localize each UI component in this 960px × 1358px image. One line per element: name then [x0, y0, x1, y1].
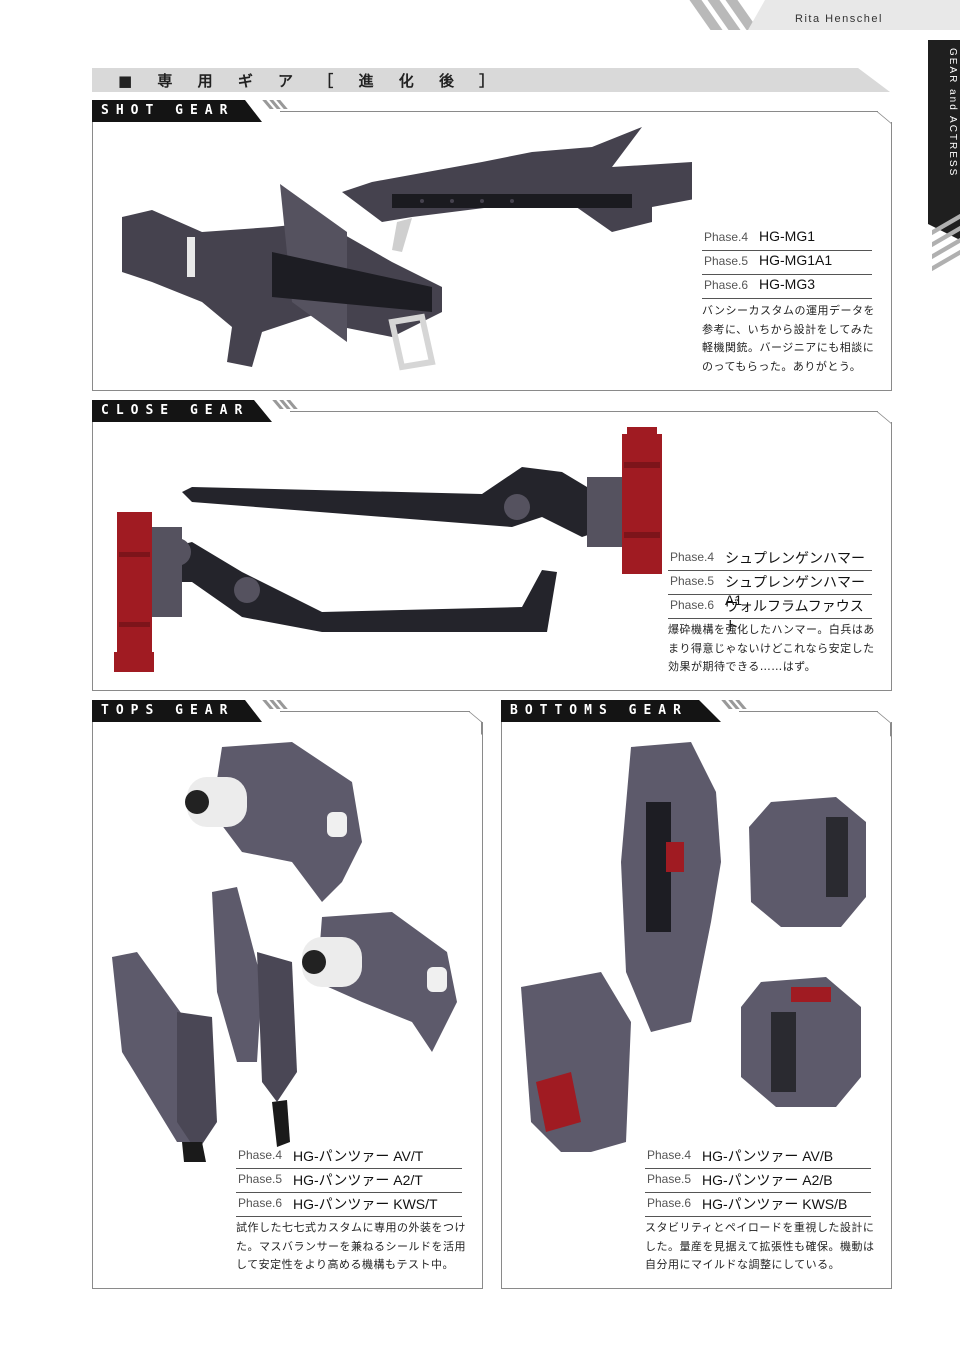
- spec-row: Phase.6 HG-パンツァー KWS/T: [236, 1193, 462, 1217]
- phase-label: Phase.6: [647, 1196, 692, 1210]
- spec-row: Phase.6 HG-MG3: [702, 275, 872, 299]
- description-line: して安定性をより高める機構もテスト中。: [236, 1258, 454, 1271]
- spec-row: Phase.4 HG-パンツァー AV/T: [236, 1145, 462, 1169]
- gear-name: HG-パンツァー KWS/T: [293, 1196, 438, 1212]
- description-line: バンシーカスタムの運用データを: [702, 304, 876, 317]
- gear-name: ヴォルフラムファウスト: [725, 598, 864, 634]
- spec-row: Phase.5 HG-MG1A1: [702, 251, 872, 275]
- gear-name: HG-パンツァー KWS/B: [702, 1196, 848, 1212]
- description-line: た。マスバランサーを兼ねるシールドを活用: [236, 1239, 466, 1253]
- section-header-shot: SHOT GEAR: [92, 100, 262, 122]
- spec-list-bottoms: Phase.4 HG-パンツァー AV/B Phase.5 HG-パンツァー A2/…: [645, 1145, 871, 1217]
- phase-label: Phase.6: [238, 1196, 283, 1210]
- spec-row: Phase.5 HG-パンツァー A2/B: [645, 1169, 871, 1193]
- description-line: まり得意じゃないけどこれなら安定した: [668, 641, 875, 655]
- section-header-close: CLOSE GEAR: [92, 400, 272, 422]
- description-line: のってもらった。ありがとう。: [702, 359, 862, 373]
- section-label: CLOSE GEAR: [101, 403, 250, 418]
- gear-name: HG-パンツァー AV/B: [702, 1148, 834, 1164]
- phase-label: Phase.4: [670, 550, 715, 564]
- phase-label: Phase.5: [238, 1172, 283, 1186]
- panel-bottoms: [501, 722, 892, 1289]
- phase-label: Phase.5: [670, 574, 715, 588]
- machine-gun-illustration: [122, 127, 692, 371]
- phase-label: Phase.4: [704, 230, 749, 244]
- gear-name: HG-MG1A1: [759, 252, 833, 268]
- gear-name: HG-パンツァー AV/T: [293, 1148, 424, 1164]
- spec-list-close: Phase.4 シュプレンゲンハマー Phase.5 シュプレンゲンハマー A1 P…: [668, 547, 872, 634]
- phase-label: Phase.6: [670, 598, 715, 612]
- section-header-tops: TOPS GEAR: [92, 700, 262, 722]
- phase-label: Phase.6: [704, 278, 749, 292]
- phase-label: Phase.5: [704, 254, 749, 268]
- section-header-bottoms: BOTTOMS GEAR: [501, 700, 721, 722]
- description-shot: バンシーカスタムの運用データを 参考に、いちから設計をしてみた 軽機関銃。バージ…: [702, 302, 887, 376]
- page-title: ■ 専 用 ギ ア ［ 進 化 後 ］: [118, 72, 505, 90]
- description-line: 自分用にマイルドな調整にしている。: [645, 1258, 841, 1271]
- description-line: スタビリティとペイロードを重視した設計に: [645, 1221, 875, 1234]
- gear-name: HG-パンツァー A2/B: [702, 1172, 833, 1188]
- description-line: 試作した七七式カスタムに専用の外装をつけ: [236, 1221, 466, 1234]
- title-bar: [92, 68, 890, 92]
- gear-name: シュプレンゲンハマー: [725, 550, 865, 566]
- description-line: 爆砕機構を強化したハンマー。白兵はあ: [668, 623, 875, 636]
- phase-label: Phase.4: [238, 1148, 283, 1162]
- description-line: 効果が期待できる……はず。: [668, 660, 817, 673]
- description-bottoms: スタビリティとペイロードを重視した設計に した。量産を見据えて拡張性も確保。機動…: [645, 1219, 885, 1275]
- section-label: TOPS GEAR: [101, 703, 235, 718]
- spec-row: Phase.4 HG-MG1: [702, 227, 872, 251]
- description-line: した。量産を見据えて拡張性も確保。機動は: [645, 1239, 875, 1253]
- spec-row: Phase.6 HG-パンツァー KWS/B: [645, 1193, 871, 1217]
- panel-tops: [92, 722, 483, 1289]
- tops-gear-illustration: [112, 742, 457, 1162]
- spec-list-shot: Phase.4 HG-MG1 Phase.5 HG-MG1A1 Phase.6 HG-…: [702, 227, 872, 299]
- phase-label: Phase.4: [647, 1148, 692, 1162]
- gear-name: シュプレンゲンハマー A1: [725, 574, 865, 608]
- spec-list-tops: Phase.4 HG-パンツァー AV/T Phase.5 HG-パンツァー A2/…: [236, 1145, 462, 1217]
- panel-shot: [92, 122, 892, 391]
- bottoms-gear-illustration: [521, 742, 866, 1152]
- description-tops: 試作した七七式カスタムに専用の外装をつけ た。マスバランサーを兼ねるシールドを活…: [236, 1219, 476, 1275]
- spec-row: Phase.6 ヴォルフラムファウスト: [668, 595, 872, 634]
- phase-label: Phase.5: [647, 1172, 692, 1186]
- description-line: 軽機関銃。バージニアにも相談に: [702, 341, 875, 354]
- hammer-illustration: [114, 427, 662, 672]
- spec-row: Phase.5 HG-パンツァー A2/T: [236, 1169, 462, 1193]
- spec-row: Phase.4 HG-パンツァー AV/B: [645, 1145, 871, 1169]
- spec-row: Phase.5 シュプレンゲンハマー A1: [668, 571, 872, 608]
- section-label: BOTTOMS GEAR: [510, 703, 688, 718]
- side-tab-label: GEAR and ACTRESS: [947, 48, 958, 178]
- gear-name: HG-MG3: [759, 276, 815, 292]
- section-label: SHOT GEAR: [101, 103, 235, 118]
- character-name: Rita Henschel: [795, 13, 883, 25]
- spec-row: Phase.4 シュプレンゲンハマー: [668, 547, 872, 571]
- gear-name: HG-パンツァー A2/T: [293, 1172, 423, 1188]
- panel-close: [92, 422, 892, 691]
- side-tab: [928, 40, 960, 240]
- description-line: 参考に、いちから設計をしてみた: [702, 322, 874, 336]
- gear-name: HG-MG1: [759, 228, 815, 244]
- description-close: 爆砕機構を強化したハンマー。白兵はあ まり得意じゃないけどこれなら安定した 効果…: [668, 621, 883, 677]
